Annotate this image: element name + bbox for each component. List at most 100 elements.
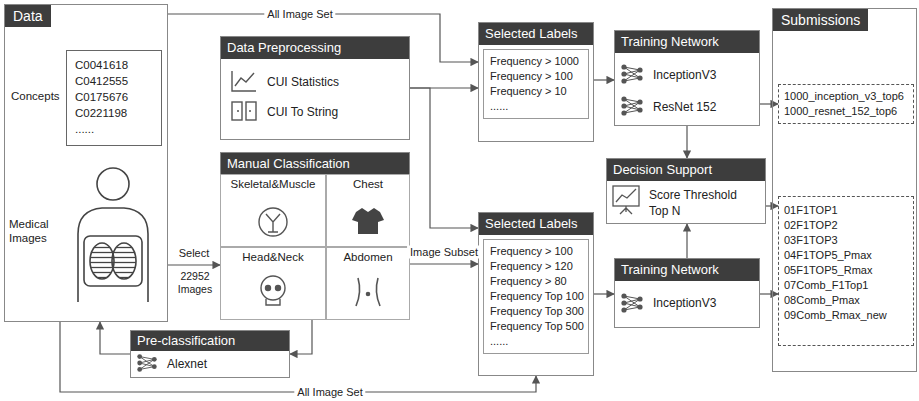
box-item: Top N bbox=[649, 203, 765, 219]
label-box: Selected LabelsFrequency > 100Frequency … bbox=[478, 212, 594, 376]
concept-list: C0041618C0412555C0175676C0221198...... bbox=[66, 50, 162, 146]
list-item: 1000_inception_v3_top6 bbox=[784, 89, 908, 104]
edge-label: Select bbox=[176, 247, 213, 260]
decision-box: Decision SupportScore ThresholdTop N bbox=[606, 158, 766, 224]
network-icon bbox=[137, 354, 156, 372]
flow-arrow bbox=[760, 293, 778, 294]
head-outline bbox=[97, 168, 129, 200]
box-item: Frequency > 10 bbox=[490, 84, 588, 99]
box-item: Alexnet bbox=[167, 351, 289, 377]
category-label: Abdomen bbox=[327, 248, 409, 266]
category-tile: Chest bbox=[326, 174, 410, 247]
box-item: InceptionV3 bbox=[653, 59, 759, 91]
box-item: ...... bbox=[490, 99, 588, 114]
skull-icon bbox=[261, 276, 285, 305]
flow-arrow bbox=[686, 126, 687, 158]
submission-list: 01F1TOP102F1TOP203F1TOP304F1TOP5_Pmax05F… bbox=[778, 196, 914, 346]
list-item: 07Comb_F1Top1 bbox=[784, 278, 908, 293]
flow-arrow bbox=[760, 103, 778, 104]
flow-arrow bbox=[168, 264, 220, 265]
box-header: Selected Labels bbox=[479, 23, 593, 45]
submission-panel: Submissions 1000_inception_v3_top61000_re… bbox=[772, 8, 917, 372]
list-item: 09Comb_Rmax_new bbox=[784, 308, 908, 323]
box-item: ...... bbox=[490, 334, 588, 349]
body-outline bbox=[78, 208, 148, 302]
box-body: Alexnet bbox=[131, 351, 289, 377]
panel-title: Data bbox=[5, 5, 51, 27]
category-label: Head&Neck bbox=[221, 248, 325, 266]
chart-icon bbox=[232, 71, 256, 91]
model-box: Pre-classificationAlexnet bbox=[130, 330, 290, 378]
panel-title: Submissions bbox=[773, 9, 868, 31]
box-header: Training Network bbox=[615, 259, 759, 281]
box-body: CUI StatisticsCUI To String bbox=[221, 59, 409, 127]
box-body: InceptionV3 bbox=[615, 281, 759, 319]
lung-left bbox=[90, 243, 114, 279]
box-header: Pre-classification bbox=[131, 331, 289, 351]
data-panel: DataConceptsMedical ImagesC0041618C04125… bbox=[4, 4, 168, 322]
category-tile: Head&Neck bbox=[220, 247, 326, 320]
box-body: InceptionV3ResNet 152 bbox=[615, 53, 759, 123]
category-label: Chest bbox=[327, 175, 409, 193]
network-icon bbox=[621, 64, 642, 83]
lung-right bbox=[112, 243, 136, 279]
list-item: C0175676 bbox=[75, 89, 153, 105]
network-icon bbox=[621, 293, 642, 312]
box-header: Selected Labels bbox=[479, 213, 593, 235]
list-item: ...... bbox=[75, 121, 153, 137]
network-box: Training NetworkInceptionV3ResNet 152 bbox=[614, 30, 760, 126]
box-item: Frequency > 100 bbox=[490, 244, 588, 259]
box-item: Frequency > 80 bbox=[490, 274, 588, 289]
box-item: InceptionV3 bbox=[653, 287, 759, 319]
box-header: Training Network bbox=[615, 31, 759, 53]
category-tile: Skeletal&Muscle bbox=[220, 174, 326, 247]
list-item: 1000_resnet_152_top6 bbox=[784, 104, 908, 119]
flow-arrow bbox=[686, 224, 687, 258]
box-header: Decision Support bbox=[607, 159, 765, 181]
box-item: Frequency > 100 bbox=[490, 69, 588, 84]
category-label: Skeletal&Muscle bbox=[221, 175, 325, 193]
flow-arrow bbox=[60, 322, 536, 392]
box-item: Frequency Top 500 bbox=[490, 319, 588, 334]
list-item: 01F1TOP1 bbox=[784, 203, 908, 218]
box-header: Manual Classification bbox=[221, 153, 409, 175]
list-item: C0412555 bbox=[75, 73, 153, 89]
flow-arrow bbox=[594, 293, 614, 294]
count-label: 22952 Images bbox=[170, 270, 220, 296]
box-item: CUI To String bbox=[267, 97, 409, 127]
flow-arrow bbox=[410, 88, 478, 228]
box-item: Frequency > 120 bbox=[490, 259, 588, 274]
list-item: 02F1TOP2 bbox=[784, 218, 908, 233]
network-box: Training NetworkInceptionV3 bbox=[614, 258, 760, 328]
list-item: 08Comb_Pmax bbox=[784, 293, 908, 308]
list-item: 04F1TOP5_Pmax bbox=[784, 248, 908, 263]
abdomen-icon bbox=[356, 278, 380, 306]
box-header: Data Preprocessing bbox=[221, 37, 409, 59]
box-item: ResNet 152 bbox=[653, 91, 759, 123]
flow-arrow bbox=[100, 322, 130, 354]
edge-label: All Image Set bbox=[294, 386, 365, 399]
edge-label: Image Subset bbox=[407, 246, 481, 259]
flow-arrow bbox=[290, 320, 312, 354]
label-box: Selected LabelsFrequency > 1000Frequency… bbox=[478, 22, 594, 142]
box-item: Frequency Top 100 bbox=[490, 289, 588, 304]
flow-arrow bbox=[594, 79, 614, 80]
list-item: C0221198 bbox=[75, 105, 153, 121]
board-icon bbox=[613, 186, 639, 214]
box-item: Score Threshold bbox=[649, 187, 765, 203]
box-item: Frequency > 1000 bbox=[490, 54, 588, 69]
network-icon bbox=[621, 96, 642, 115]
process-box: Data PreprocessingCUI StatisticsCUI To S… bbox=[220, 36, 410, 140]
box-body: Frequency > 1000Frequency > 100Frequency… bbox=[483, 49, 589, 119]
edge-label: All Image Set bbox=[264, 8, 335, 21]
xray-plate bbox=[84, 236, 142, 286]
submission-list: 1000_inception_v3_top61000_resnet_152_to… bbox=[778, 84, 914, 124]
list-item: 03F1TOP3 bbox=[784, 233, 908, 248]
box-item: Frequency Top 300 bbox=[490, 304, 588, 319]
split-icon bbox=[232, 102, 256, 120]
box-body: Frequency > 100Frequency > 120Frequency … bbox=[483, 239, 589, 354]
flow-arrow bbox=[168, 14, 478, 62]
chest-icon bbox=[352, 208, 384, 234]
medical-image-figure bbox=[78, 168, 148, 302]
list-item: 05F1TOP5_Rmax bbox=[784, 263, 908, 278]
